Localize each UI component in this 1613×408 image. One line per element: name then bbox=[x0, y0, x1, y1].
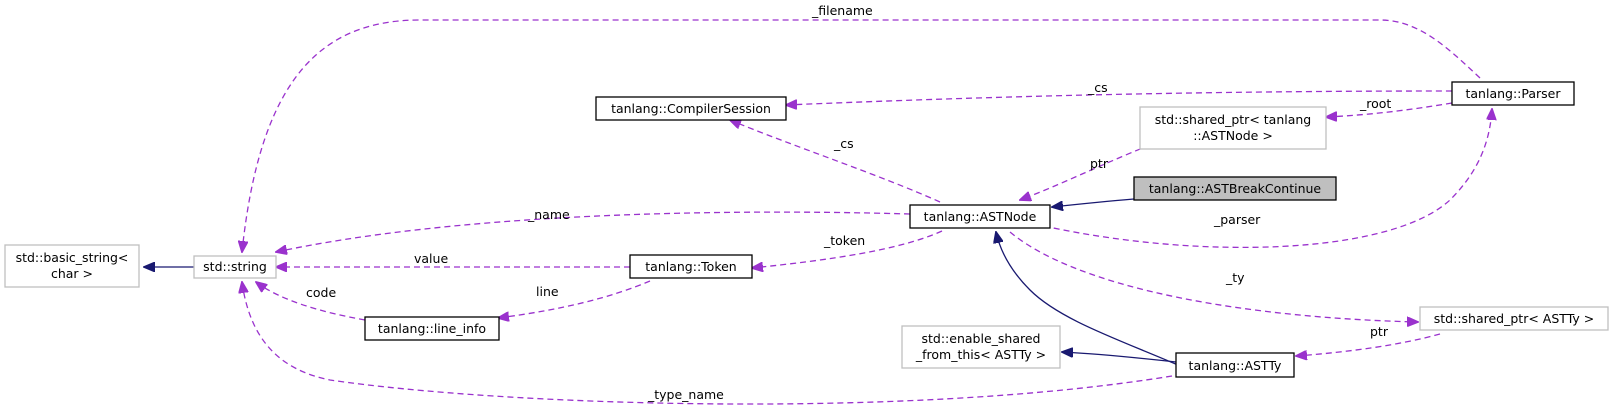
edge-astnode-compiler-session-cs: _cs bbox=[730, 120, 941, 203]
edge-astnode-token-token: _token bbox=[752, 230, 943, 268]
node-std-string[interactable]: std::string bbox=[193, 255, 277, 279]
node-label-line: tanlang::ASTTy bbox=[1189, 358, 1282, 373]
node-label-line: char > bbox=[51, 266, 93, 281]
edge-astty-astnode bbox=[996, 232, 1179, 366]
edge-label-value: value bbox=[414, 251, 448, 266]
edge-astnode-shared-ptr-astty-ty: _ty bbox=[1009, 231, 1418, 322]
node-label-line: tanlang::Token bbox=[645, 259, 736, 274]
edge-label-line: line bbox=[536, 284, 559, 299]
node-line-info[interactable]: tanlang::line_info bbox=[364, 316, 500, 341]
edge-label-root: _root bbox=[1359, 96, 1391, 111]
edge-astnode-parser-parser: _parser bbox=[1043, 109, 1492, 249]
node-parser[interactable]: tanlang::Parser bbox=[1451, 81, 1575, 106]
node-label-line: std::shared_ptr< tanlang bbox=[1155, 112, 1312, 127]
edge-parser-compiler-session-cs: _cs bbox=[786, 80, 1453, 105]
edge-label-filename: _filename bbox=[811, 3, 873, 18]
edge-parser-string-filename: _filename bbox=[242, 3, 1481, 252]
edge-label-parser: _parser bbox=[1213, 212, 1261, 227]
node-label-line: std::string bbox=[203, 259, 267, 274]
edge-label-code: code bbox=[306, 285, 336, 300]
node-label-line: std::shared_ptr< ASTTy > bbox=[1434, 311, 1594, 326]
node-token[interactable]: tanlang::Token bbox=[629, 254, 753, 279]
node-label-line: tanlang::line_info bbox=[378, 321, 486, 336]
edge-astnode-string-name: _name bbox=[276, 207, 911, 252]
edge-token-string-value: value bbox=[276, 251, 630, 267]
node-label-line: std::enable_shared bbox=[922, 331, 1041, 346]
edge-token-line-info-line: line bbox=[498, 280, 651, 318]
edge-label-cs-astnode: _cs bbox=[833, 136, 854, 151]
edge-astty-string-type-name: _type_name bbox=[242, 282, 1173, 405]
node-label-line: std::basic_string< bbox=[16, 250, 129, 265]
node-enable-shared-from-this[interactable]: std::enable_shared _from_this< ASTTy > bbox=[901, 325, 1061, 369]
edge-label-cs-parser: _cs bbox=[1087, 80, 1108, 95]
node-std-basic-string[interactable]: std::basic_string< char > bbox=[4, 244, 140, 288]
edge-label-ty: _ty bbox=[1225, 270, 1245, 285]
edge-astty-enable-shared bbox=[1062, 352, 1177, 363]
edge-label-name: _name bbox=[527, 207, 570, 222]
node-compiler-session[interactable]: tanlang::CompilerSession bbox=[595, 96, 787, 121]
edge-shared-ptr-astty-ptr: ptr bbox=[1296, 324, 1441, 356]
edge-label-token: _token bbox=[823, 233, 865, 248]
edge-shared-ptr-astnode-ptr: ptr bbox=[1020, 144, 1151, 200]
edge-line-info-string-code: code bbox=[256, 282, 366, 321]
node-astnode[interactable]: tanlang::ASTNode bbox=[909, 204, 1051, 229]
node-label-line: tanlang::ASTBreakContinue bbox=[1149, 181, 1322, 196]
edge-astnode-break-continue bbox=[1052, 198, 1135, 207]
node-label-line: _from_this< ASTTy > bbox=[915, 347, 1046, 362]
node-label-line: tanlang::Parser bbox=[1465, 86, 1561, 101]
node-label-line: tanlang::CompilerSession bbox=[611, 101, 771, 116]
node-shared-ptr-astnode[interactable]: std::shared_ptr< tanlang ::ASTNode > bbox=[1139, 106, 1327, 150]
edge-label-ptr-astnode: ptr bbox=[1090, 156, 1109, 171]
node-astty[interactable]: tanlang::ASTTy bbox=[1175, 352, 1295, 378]
edge-label-type-name: _type_name bbox=[647, 387, 724, 402]
node-label-line: ::ASTNode > bbox=[1193, 128, 1273, 143]
node-shared-ptr-astty[interactable]: std::shared_ptr< ASTTy > bbox=[1419, 306, 1609, 331]
edge-parser-shared-ptr-astnode-root: _root bbox=[1326, 96, 1453, 117]
edge-label-ptr-astty: ptr bbox=[1370, 324, 1389, 339]
node-ast-break-continue[interactable]: tanlang::ASTBreakContinue bbox=[1133, 176, 1337, 201]
node-label-line: tanlang::ASTNode bbox=[924, 209, 1037, 224]
